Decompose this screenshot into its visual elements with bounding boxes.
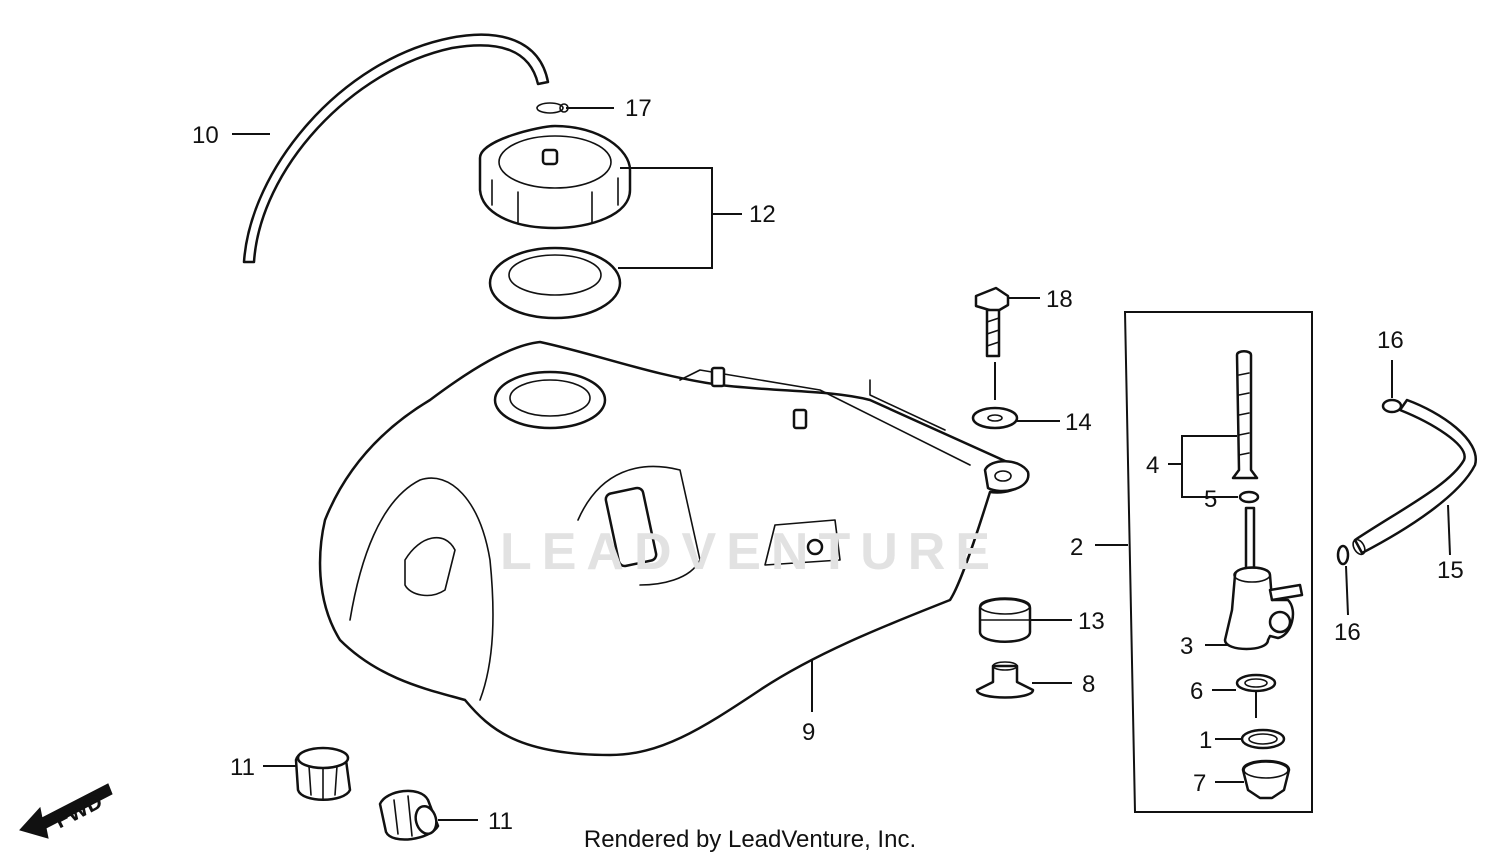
callout-5[interactable]: 5 bbox=[1204, 486, 1217, 513]
cushion-nut-upper-part[interactable] bbox=[294, 746, 352, 801]
filter-screen-part[interactable] bbox=[1235, 673, 1277, 718]
leader-lines bbox=[232, 107, 1451, 821]
cushion-nut-lower-part[interactable] bbox=[378, 789, 440, 841]
callout-1[interactable]: 1 bbox=[1199, 727, 1212, 754]
callout-17[interactable]: 17 bbox=[625, 95, 652, 122]
washer-part[interactable] bbox=[971, 406, 1019, 430]
callout-14[interactable]: 14 bbox=[1065, 409, 1092, 436]
callout-3[interactable]: 3 bbox=[1180, 633, 1193, 660]
bolt-part[interactable] bbox=[974, 286, 1010, 358]
callout-6[interactable]: 6 bbox=[1190, 678, 1203, 705]
callout-11-lower[interactable]: 11 bbox=[488, 808, 513, 835]
callout-10[interactable]: 10 bbox=[192, 122, 219, 149]
callout-2[interactable]: 2 bbox=[1070, 534, 1083, 561]
callout-4[interactable]: 4 bbox=[1146, 452, 1159, 479]
fuel-valve-assembly-box bbox=[1123, 311, 1313, 813]
callout-16-lower[interactable]: 16 bbox=[1334, 619, 1361, 646]
callout-16-upper[interactable]: 16 bbox=[1377, 327, 1404, 354]
callout-15[interactable]: 15 bbox=[1437, 557, 1464, 584]
hose-clip-upper-part[interactable] bbox=[1381, 398, 1403, 414]
callout-12[interactable]: 12 bbox=[749, 201, 776, 228]
fuel-hose-part[interactable] bbox=[1351, 398, 1477, 556]
cap-gasket-part[interactable] bbox=[488, 246, 622, 320]
callout-7[interactable]: 7 bbox=[1193, 770, 1206, 797]
collar-part[interactable] bbox=[975, 661, 1035, 699]
watermark: LEADVENTURE bbox=[499, 523, 1001, 581]
strainer-part[interactable] bbox=[1231, 350, 1259, 480]
hose-clip-lower-part[interactable] bbox=[1336, 544, 1350, 566]
breather-hose-part[interactable] bbox=[242, 33, 550, 264]
callout-8[interactable]: 8 bbox=[1082, 671, 1095, 698]
callout-18[interactable]: 18 bbox=[1046, 286, 1073, 313]
callout-11-upper[interactable]: 11 bbox=[230, 754, 255, 781]
forward-arrow-icon bbox=[19, 783, 113, 839]
clip-part[interactable] bbox=[536, 102, 569, 114]
fuel-valve-part[interactable] bbox=[1223, 506, 1304, 651]
fuel-cap-part[interactable] bbox=[478, 124, 632, 230]
o-ring-small-part[interactable] bbox=[1238, 490, 1260, 504]
callout-13[interactable]: 13 bbox=[1078, 608, 1105, 635]
callout-9[interactable]: 9 bbox=[802, 719, 815, 746]
fuel-tank-part[interactable] bbox=[318, 340, 1030, 757]
footer-credit: Rendered by LeadVenture, Inc. bbox=[583, 826, 917, 853]
filter-cup-part[interactable] bbox=[1241, 759, 1291, 800]
rubber-cushion-part[interactable] bbox=[978, 597, 1032, 643]
o-ring-part[interactable] bbox=[1240, 728, 1286, 750]
